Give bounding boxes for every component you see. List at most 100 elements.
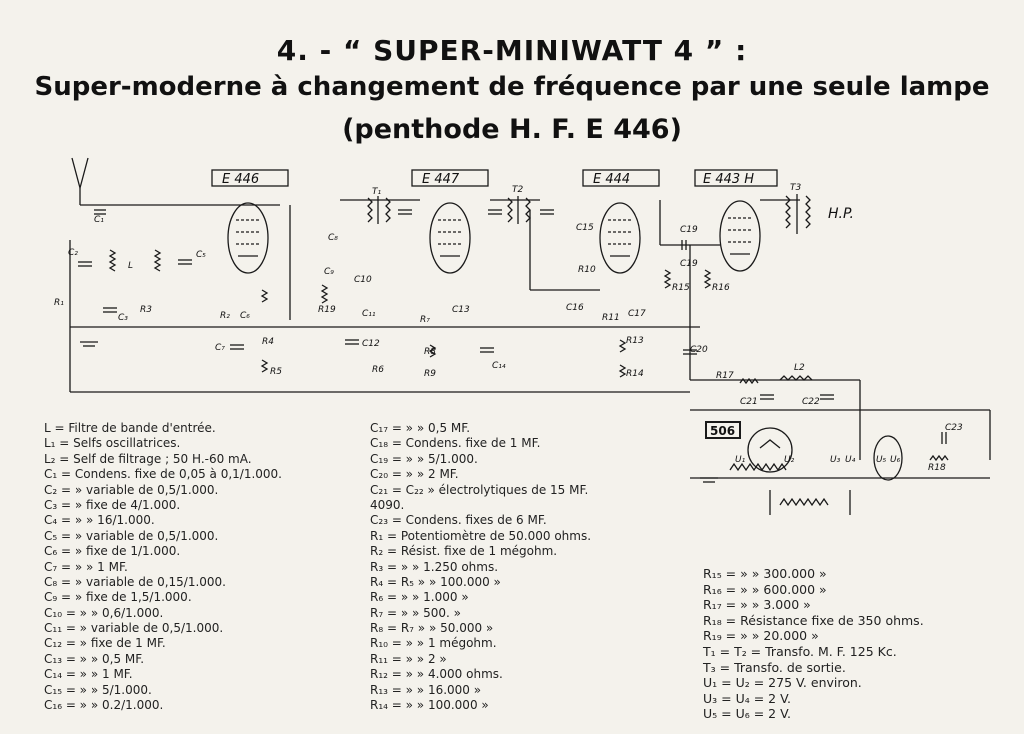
label-t1: T₁ bbox=[372, 187, 381, 197]
legend-entry: U₃ = U₄ = 2 V. bbox=[703, 690, 792, 706]
label-u2: U₂ bbox=[784, 455, 795, 465]
legend-entry: C₇ = » » 1 MF. bbox=[44, 559, 128, 574]
legend-entry: R₁₅ = » » 300.000 » bbox=[703, 566, 827, 581]
legend-entry: C₁₂ = » fixe de 1 MF. bbox=[44, 636, 166, 651]
legend-entry: C₅ = » variable de 0,5/1.000. bbox=[44, 528, 219, 543]
label-t2: T2 bbox=[512, 185, 523, 195]
tube-label-e444: E 444 bbox=[582, 169, 660, 187]
label-r5: R5 bbox=[270, 367, 282, 377]
legend-entry: U₁ = U₂ = 275 V. environ. bbox=[703, 675, 862, 691]
legend-entry: R₄ = R₅ » » 100.000 » bbox=[370, 574, 501, 589]
diagram-title: 4. - “ SUPER-MINIWATT 4 ” : bbox=[276, 34, 748, 67]
legend-entry: C₁₅ = » » 5/1.000. bbox=[44, 682, 152, 697]
legend-entry: C₂ = » variable de 0,5/1.000. bbox=[44, 482, 219, 497]
legend-entry: R₆ = » » 1.000 » bbox=[370, 590, 469, 605]
legend-entry: C₈ = » variable de 0,15/1.000. bbox=[44, 574, 226, 589]
tube-label-506: 506 bbox=[705, 421, 741, 439]
label-c19-a: C19 bbox=[680, 225, 698, 235]
legend-entry: R₁₂ = » » 4.000 ohms. bbox=[370, 667, 503, 682]
label-c20: C20 bbox=[690, 345, 708, 355]
label-c11: C₁₁ bbox=[362, 309, 376, 319]
label-u5: U₅ bbox=[876, 455, 887, 465]
label-l2: L2 bbox=[794, 363, 805, 373]
label-r16: R16 bbox=[712, 283, 730, 293]
label-u3: U₃ bbox=[830, 455, 841, 465]
tube-e443h bbox=[719, 200, 761, 272]
mains-transformer bbox=[729, 462, 829, 507]
tube-label-506-text: 506 bbox=[710, 424, 735, 438]
diagram-subtitle: Super-moderne à changement de fréquence … bbox=[34, 72, 990, 102]
legend-entry: C₆ = » fixe de 1/1.000. bbox=[44, 544, 181, 559]
label-r4: R4 bbox=[262, 337, 274, 347]
legend-column-right: R₁₅ = » » 300.000 »R₁₆ = » » 600.000 » R₁… bbox=[703, 566, 924, 722]
tube-label-e443h-text: E 443 H bbox=[703, 172, 754, 187]
label-c10: C10 bbox=[354, 275, 372, 285]
label-coil-l: L bbox=[128, 261, 133, 271]
loudspeaker-label: H.P. bbox=[828, 206, 854, 222]
legend-entry: C₁ = Condens. fixe de 0,05 à 0,1/1.000. bbox=[44, 467, 282, 482]
label-c15: C15 bbox=[576, 223, 594, 233]
legend-entry: C₄ = » » 16/1.000. bbox=[44, 513, 155, 528]
legend-column-left: L = Filtre de bande d'entrée.L₁ = Selfs … bbox=[44, 421, 282, 713]
legend-entry: C₂₀ = » » 2 MF. bbox=[370, 467, 459, 482]
tube-label-e444-text: E 444 bbox=[593, 172, 630, 187]
label-c6: C₆ bbox=[240, 311, 250, 321]
legend-column-middle: C₁₇ = » » 0,5 MF.C₁₈ = Condens. fixe de … bbox=[370, 421, 591, 713]
legend-entry: C₃ = » fixe de 4/1.000. bbox=[44, 497, 181, 512]
label-r19: R19 bbox=[318, 305, 336, 315]
legend-entry: C₂₃ = Condens. fixes de 6 MF. bbox=[370, 513, 547, 528]
resistor-zigzags bbox=[108, 249, 949, 462]
tube-label-e443h: E 443 H bbox=[694, 169, 778, 187]
label-c3: C₃ bbox=[118, 313, 128, 323]
label-c19-b: C19 bbox=[680, 259, 698, 269]
label-c17: C17 bbox=[628, 309, 646, 319]
diagram-subtitle-tube: (penthode H. F. E 446) bbox=[342, 114, 682, 145]
label-r18: R18 bbox=[928, 463, 946, 473]
legend-entry: L₂ = Self de filtrage ; 50 H.-60 mA. bbox=[44, 451, 252, 466]
legend-entry: U₅ = U₆ = 2 V. bbox=[703, 706, 792, 722]
label-u6: U₆ bbox=[890, 455, 901, 465]
label-c13: C13 bbox=[452, 305, 470, 315]
legend-entry: R₁₁ = » » 2 » bbox=[370, 651, 447, 666]
legend-entry: C₁₄ = » » 1 MF. bbox=[44, 667, 133, 682]
legend-entry: L₁ = Selfs oscillatrices. bbox=[44, 436, 181, 451]
label-c14: C₁₄ bbox=[492, 361, 506, 371]
label-r7: R₇ bbox=[420, 315, 430, 325]
tube-aux-rectifier bbox=[873, 435, 903, 481]
tube-e447 bbox=[429, 202, 471, 274]
tube-label-e446: E 446 bbox=[211, 169, 289, 187]
label-c5: C₅ bbox=[196, 250, 206, 260]
label-r8: R8 bbox=[424, 347, 436, 357]
ground-symbols bbox=[80, 341, 718, 483]
legend-entry: C₁₉ = » » 5/1.000. bbox=[370, 451, 478, 466]
label-r14: R14 bbox=[626, 369, 644, 379]
legend-entry: R₁₄ = » » 100.000 » bbox=[370, 698, 489, 713]
transformer-t2 bbox=[507, 196, 531, 224]
label-r1: R₁ bbox=[54, 298, 64, 308]
label-r10: R10 bbox=[578, 265, 596, 275]
label-u1: U₁ bbox=[735, 455, 746, 465]
label-c16: C16 bbox=[566, 303, 584, 313]
legend-entry: L = Filtre de bande d'entrée. bbox=[44, 421, 216, 435]
label-r9: R9 bbox=[424, 369, 436, 379]
label-r11: R11 bbox=[602, 313, 620, 323]
legend-entry: R₁₆ = » » 600.000 » bbox=[703, 581, 827, 597]
legend-entry: R₁ = Potentiomètre de 50.000 ohms. bbox=[370, 528, 592, 543]
capacitor-plates bbox=[78, 209, 947, 444]
label-r13: R13 bbox=[626, 336, 644, 346]
label-r3: R3 bbox=[140, 305, 152, 315]
legend-entry: R₈ = R₇ » » 50.000 » bbox=[370, 621, 494, 636]
label-c12: C12 bbox=[362, 339, 380, 349]
legend-entry: C₉ = » fixe de 1,5/1.000. bbox=[44, 590, 192, 605]
legend-entry: R₁₃ = » » 16.000 » bbox=[370, 682, 482, 697]
legend-entry: R₇ = » » 500. » bbox=[370, 605, 462, 620]
legend-entry: R₁₀ = » » 1 mégohm. bbox=[370, 636, 497, 651]
label-u4: U₄ bbox=[845, 455, 856, 465]
label-c23: C23 bbox=[945, 423, 963, 433]
label-c8: C₈ bbox=[328, 233, 338, 243]
label-r17: R17 bbox=[716, 371, 734, 381]
legend-entry: C₁₀ = » » 0,6/1.000. bbox=[44, 605, 164, 620]
label-r15: R15 bbox=[672, 283, 690, 293]
legend-entry: C₁₃ = » » 0,5 MF. bbox=[44, 651, 145, 666]
legend-entry: R₁₈ = Résistance fixe de 350 ohms. bbox=[703, 612, 924, 628]
